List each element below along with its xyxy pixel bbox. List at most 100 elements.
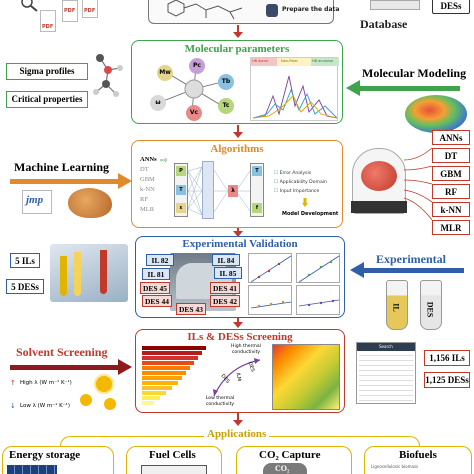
model-development-label: Model Development bbox=[282, 211, 339, 217]
green-arrow-stem bbox=[360, 86, 460, 91]
network-connections bbox=[188, 166, 251, 216]
pdf-label: PDF bbox=[64, 8, 76, 14]
checks-list: ☐ Error Analysis ☐ Applicability Domain … bbox=[274, 169, 327, 196]
sigma-profiles-box: Sigma profiles bbox=[6, 63, 88, 80]
sun-icon bbox=[104, 398, 116, 410]
orange-arrow-stem bbox=[10, 179, 120, 184]
axis-ilm-label: ILM bbox=[234, 372, 242, 382]
hb-acceptor-label: HB acceptor bbox=[312, 59, 334, 63]
des-tag: DESs bbox=[432, 0, 470, 14]
app-biofuels: Biofuels Lignocellulosic biomass bbox=[364, 446, 472, 474]
flow-arrow bbox=[237, 228, 239, 232]
database-table-icon: Search bbox=[356, 342, 416, 404]
co2-cloud-icon: CO₂ bbox=[263, 463, 307, 474]
tc-arc bbox=[213, 358, 261, 397]
top-input-panel bbox=[148, 0, 334, 24]
hb-donor-band bbox=[251, 58, 277, 66]
validation-plot bbox=[296, 253, 340, 283]
ils-count-box: 1,156 ILs bbox=[424, 350, 470, 366]
node-mw: Mw bbox=[157, 65, 173, 81]
right-box-anns: ANNs bbox=[432, 130, 470, 145]
sigma-spectrum-plot: HB donor Non-Polar HB acceptor bbox=[250, 57, 339, 121]
low-tc-label: Low thermal conductivity bbox=[205, 396, 235, 407]
pdf-label: PDF bbox=[42, 24, 54, 30]
model-gbm: GBM bbox=[140, 176, 155, 183]
screening-bar-chart bbox=[142, 346, 206, 405]
right-box-dt: DT bbox=[432, 148, 470, 163]
up-arrow-icon: ↑ bbox=[10, 379, 16, 387]
input-node-t: T bbox=[176, 185, 186, 195]
hb-acceptor-band bbox=[311, 58, 339, 66]
il-tag-81: IL 81 bbox=[142, 268, 170, 280]
flow-arrow bbox=[237, 413, 239, 421]
check-error-analysis: Error Analysis bbox=[279, 171, 312, 176]
pdf-icon: PDF bbox=[62, 0, 78, 22]
node-omega: ω bbox=[150, 95, 166, 111]
hidden-layer bbox=[202, 161, 214, 219]
machine-learning-label: Machine Learning bbox=[14, 160, 109, 174]
app-energy-storage: Energy storage bbox=[2, 446, 114, 474]
app-energy-storage-label: Energy storage bbox=[9, 449, 81, 461]
model-knn: k-NN bbox=[140, 186, 155, 193]
test-tube-icon bbox=[74, 252, 81, 296]
node-pc: Pc bbox=[189, 58, 205, 74]
check-icon: ☐ bbox=[274, 171, 280, 176]
five-ils-box: 5 ILs bbox=[10, 253, 40, 268]
model-arrow-icon: ⇨ bbox=[160, 156, 168, 166]
il-vial-label: IL bbox=[391, 303, 401, 312]
flow-arrow bbox=[237, 25, 239, 33]
output-node-lambda: λ bbox=[228, 185, 238, 197]
il-vial-icon: IL bbox=[386, 280, 408, 330]
right-box-rf: RF bbox=[432, 184, 470, 199]
des-vial-icon: DES bbox=[420, 280, 442, 330]
flow-arrow-head bbox=[233, 32, 243, 38]
model-dt: DT bbox=[140, 166, 149, 173]
high-lambda-label: High λ (W m⁻¹ K⁻¹) bbox=[20, 380, 72, 386]
node-vc: Vc bbox=[186, 105, 202, 121]
applications-title: Applications bbox=[204, 428, 270, 440]
screening-title: ILs & DESs Screening bbox=[187, 331, 293, 343]
test-tube-icon bbox=[60, 256, 67, 296]
check-icon: ☐ bbox=[274, 189, 280, 194]
co2-bubble-label: CO₂ bbox=[275, 464, 290, 473]
app-co2-capture-label: CO₂ Capture bbox=[259, 449, 321, 461]
monitor-icon bbox=[370, 0, 420, 10]
table-search-label: Search bbox=[379, 344, 393, 349]
blue-arrow-stem bbox=[364, 268, 464, 273]
down-arrow-icon: ↓ bbox=[10, 402, 16, 410]
prepare-data-label: Prepare the data bbox=[282, 6, 340, 13]
model-mlr: MLR bbox=[140, 206, 155, 213]
des-tag-44: DES 44 bbox=[142, 295, 172, 307]
algorithms-panel: Algorithms ANNs DT GBM k-NN RF MLR ⇨ P T… bbox=[131, 140, 343, 228]
jmp-logo-text: jmp bbox=[26, 194, 44, 206]
right-box-gbm: GBM bbox=[432, 166, 470, 181]
validation-plot bbox=[248, 285, 292, 315]
validation-plot bbox=[248, 253, 292, 283]
flow-arrow bbox=[237, 318, 239, 323]
node-tc: Tc bbox=[218, 98, 234, 114]
flow-arrow-head bbox=[233, 322, 243, 328]
il-tag-85: IL 85 bbox=[214, 267, 242, 279]
red-arrow-head bbox=[118, 359, 132, 375]
solvent-screening-label: Solvent Screening bbox=[16, 345, 108, 359]
check-icon: ☐ bbox=[274, 180, 280, 185]
app-fuel-cells-label: Fuel Cells bbox=[149, 449, 196, 461]
molecular-parameters-title: Molecular parameters bbox=[184, 43, 290, 55]
algorithms-title: Algorithms bbox=[210, 143, 264, 155]
high-tc-label: High thermal conductivity bbox=[231, 344, 261, 355]
check-applicability: Applicability Domain bbox=[279, 180, 328, 185]
output-node-t: T bbox=[252, 166, 262, 176]
flow-arrow-head bbox=[233, 420, 243, 426]
green-arrow-head bbox=[346, 80, 360, 96]
il-tag-82: IL 82 bbox=[146, 254, 174, 266]
molecular-parameters-panel: Molecular parameters Mw Pc Tb Tc Vc ω HB… bbox=[131, 40, 343, 124]
nonpolar-band bbox=[277, 58, 311, 66]
dev-arrow-icon bbox=[302, 198, 308, 207]
biomass-caption: Lignocellulosic biomass bbox=[371, 464, 419, 469]
critical-properties-box: Critical properties bbox=[6, 91, 88, 108]
des-tag-41: DES 41 bbox=[210, 282, 240, 294]
flow-arrow-head bbox=[233, 132, 243, 138]
des-vial-label: DES bbox=[425, 301, 435, 318]
jar-base bbox=[351, 201, 407, 213]
molecular-modeling-label: Molecular Modeling bbox=[362, 66, 467, 80]
